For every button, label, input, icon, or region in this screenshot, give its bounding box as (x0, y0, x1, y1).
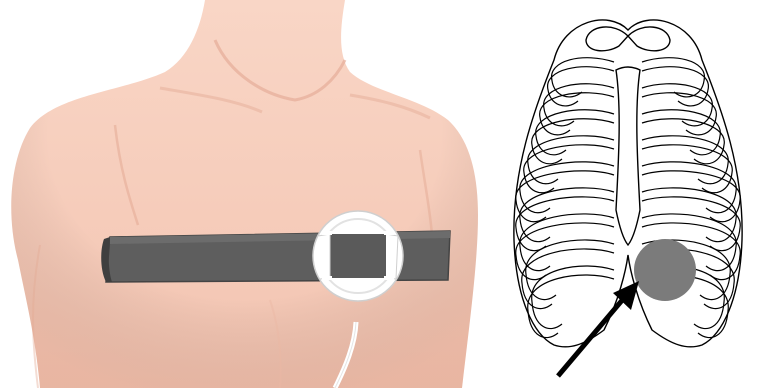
location-marker-icon (634, 239, 696, 301)
rib-left (524, 145, 614, 193)
torso-illustration (0, 0, 487, 388)
rib-right (642, 119, 724, 164)
rib-left (516, 223, 614, 280)
rib-right (642, 67, 708, 106)
rib-right (642, 93, 716, 135)
ribcage-diagram (494, 0, 763, 388)
rib-left (544, 84, 614, 126)
rib-left (522, 249, 614, 309)
rib-left (552, 58, 614, 97)
rib-right (642, 145, 732, 193)
rib-right (642, 84, 712, 126)
rib-left (532, 119, 614, 164)
sensor-disc-icon (313, 211, 403, 301)
rib-left (548, 67, 614, 106)
rib-left (540, 93, 614, 135)
rib-left (516, 171, 614, 222)
rib-right (642, 58, 704, 97)
arrow-icon (558, 281, 639, 376)
rib-left (526, 240, 614, 300)
rib-right (642, 171, 740, 222)
